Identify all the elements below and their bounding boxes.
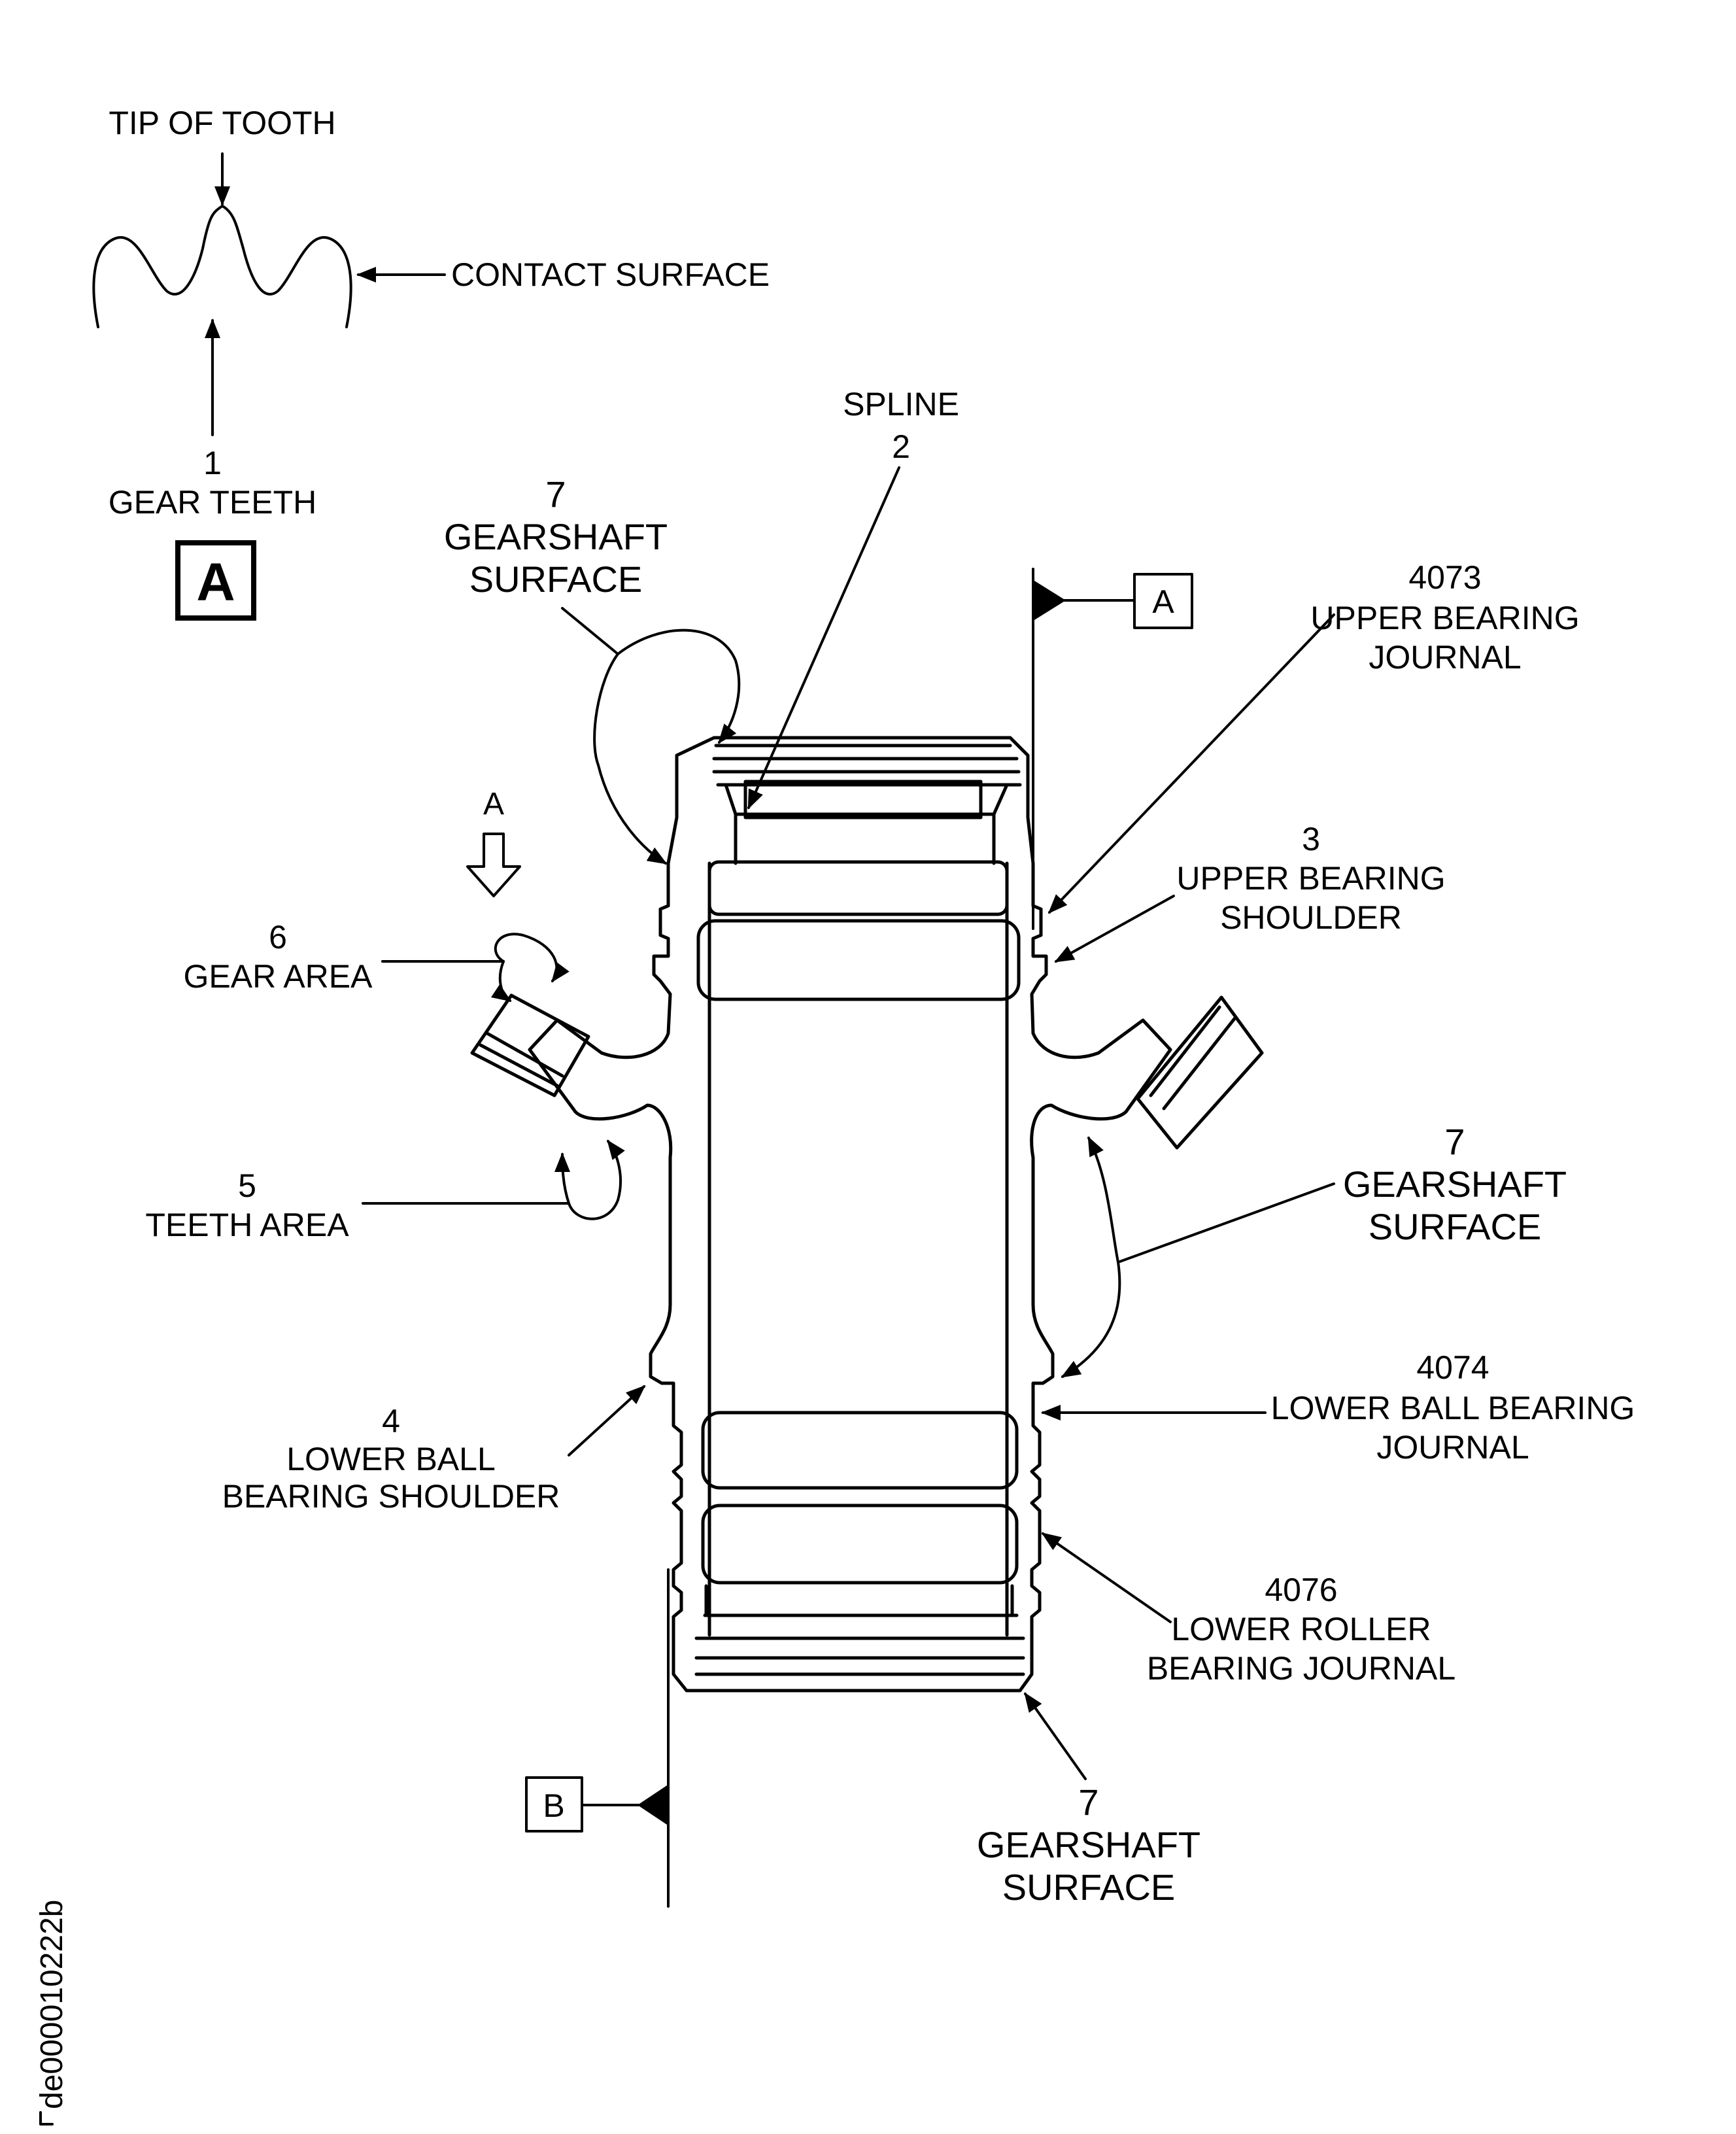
gearshaft-bottom-number: 7 <box>1078 1781 1098 1823</box>
contact-surface-label: CONTACT SURFACE <box>451 256 770 293</box>
tooth-profile-detail: TIP OF TOOTH CONTACT SURFACE 1 GEAR TEET… <box>92 105 770 621</box>
gearshaft-section <box>470 736 1264 1693</box>
gear-area-loop-2 <box>490 960 512 1002</box>
gearshaft-bottom-leader <box>1024 1692 1087 1780</box>
journal-4074-label-2: JOURNAL <box>1376 1429 1529 1466</box>
bottom-spline-bands <box>694 1584 1025 1676</box>
datum-a: A <box>1032 568 1193 930</box>
teeth-area-loop-2 <box>554 1152 571 1205</box>
gearshaft-top-label-1: GEARSHAFT <box>444 516 668 557</box>
figure-id: de000010222b <box>35 1900 69 2125</box>
datum-a-letter: A <box>1152 583 1174 620</box>
figure-id-label: de000010222b <box>35 1900 69 2109</box>
gear-area-loop <box>494 933 570 983</box>
gearshaft-mid-curve-down <box>1061 1261 1121 1378</box>
callout-leaders <box>362 466 1335 1780</box>
shoulder-3-leader <box>1054 895 1175 963</box>
datum-b: B <box>525 1568 670 1908</box>
datum-b-letter: B <box>543 1787 564 1824</box>
shoulder-3-label-2: SHOULDER <box>1220 899 1402 936</box>
shoulder-4-leader <box>568 1385 646 1456</box>
gearshaft-mid-curve-up <box>1087 1136 1119 1264</box>
datum-b-triangle <box>638 1785 667 1825</box>
journal-4073-number: 4073 <box>1408 559 1481 596</box>
gearshaft-top-loop <box>617 628 741 744</box>
gearshaft-outline <box>528 736 1172 1693</box>
datum-b-box <box>525 1776 583 1833</box>
teeth-area-number: 5 <box>238 1167 256 1204</box>
spline-number: 2 <box>892 428 910 465</box>
gearshaft-top-number: 7 <box>545 473 566 515</box>
right-gear-block <box>1136 995 1264 1150</box>
gearshaft-mid-number: 7 <box>1444 1121 1465 1162</box>
teeth-area-label: TEETH AREA <box>145 1207 349 1243</box>
view-a-box <box>175 540 256 621</box>
teeth-area-loop <box>568 1139 625 1220</box>
top-spline-bands <box>712 744 1022 787</box>
gearshaft-mid-leader <box>1117 1182 1335 1264</box>
shoulder-4-label-1: LOWER BALL <box>286 1441 496 1477</box>
journal-4074-number: 4074 <box>1416 1349 1489 1386</box>
figure-id-corner <box>39 2111 54 2125</box>
journal-4074-label-1: LOWER BALL BEARING <box>1271 1390 1635 1426</box>
datum-a-box <box>1133 573 1193 629</box>
gearshaft-bore <box>707 861 1009 1637</box>
journal-4073-label-1: UPPER BEARING <box>1310 600 1579 636</box>
lower-roller-bearing-race <box>701 1504 1019 1585</box>
journal-4076-label-2: BEARING JOURNAL <box>1147 1650 1455 1687</box>
view-arrow-a-letter: A <box>483 787 504 821</box>
gear-area-label: GEAR AREA <box>184 958 373 995</box>
spline-inner <box>743 780 983 819</box>
upper-bearing-race-1 <box>707 860 1009 916</box>
journal-4076-leader <box>1041 1532 1172 1623</box>
spline-leader <box>747 466 900 810</box>
callout-labels: SPLINE 2 7 GEARSHAFT SURFACE 4073 UPPER … <box>145 386 1635 1908</box>
gearshaft-top-leader <box>561 607 668 865</box>
tip-of-tooth-label: TIP OF TOOTH <box>109 105 335 141</box>
journal-4076-number: 4076 <box>1265 1572 1337 1608</box>
datum-a-triangle <box>1034 581 1066 620</box>
gearshaft-mid-label-2: SURFACE <box>1369 1206 1542 1247</box>
gear-teeth-label: GEAR TEETH <box>109 484 317 521</box>
view-arrow-a-shape <box>466 833 521 897</box>
spline-box <box>724 783 1009 865</box>
gear-area-number: 6 <box>269 919 287 955</box>
shoulder-4-label-2: BEARING SHOULDER <box>222 1478 560 1515</box>
shoulder-3-label-1: UPPER BEARING <box>1176 860 1445 897</box>
journal-4073-leader <box>1047 613 1335 914</box>
journal-4076-label-1: LOWER ROLLER <box>1171 1611 1431 1647</box>
shoulder-4-number: 4 <box>382 1403 400 1439</box>
gearshaft-mid-label-1: GEARSHAFT <box>1343 1163 1567 1205</box>
gear-teeth-number: 1 <box>203 445 222 481</box>
tooth-profile-curve <box>92 205 352 328</box>
gearshaft-bottom-label-2: SURFACE <box>1002 1867 1176 1908</box>
gearshaft-bottom-label-1: GEARSHAFT <box>977 1824 1200 1865</box>
left-gear-block <box>470 993 590 1097</box>
spline-label: SPLINE <box>843 386 959 422</box>
journal-4073-label-2: JOURNAL <box>1369 639 1521 676</box>
shoulder-3-number: 3 <box>1302 821 1320 857</box>
gearshaft-top-label-2: SURFACE <box>469 559 643 600</box>
view-arrow-a: A <box>466 787 521 897</box>
upper-bearing-race-2 <box>696 919 1021 1001</box>
view-a-box-letter: A <box>196 553 235 612</box>
lower-ball-bearing-race <box>701 1411 1019 1490</box>
